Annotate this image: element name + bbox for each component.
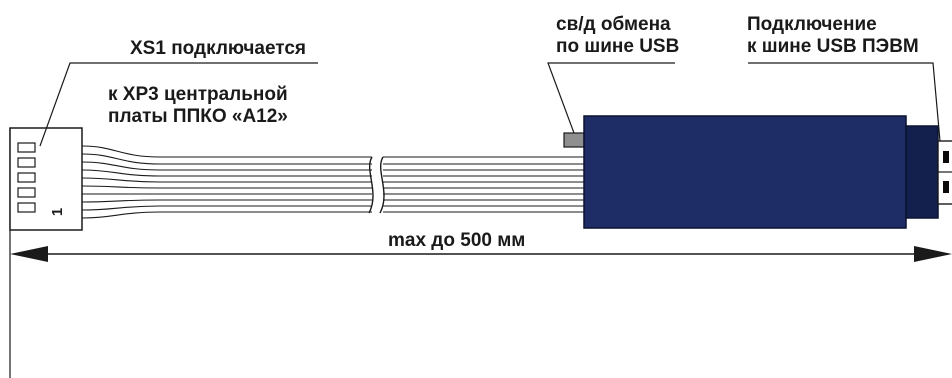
pin-number-label: 1 [49,208,66,216]
pc-usb-label: Подключение к шине USB ПЭВМ [747,14,919,58]
usb-contact [943,151,949,163]
led-label-line2: по шине USB [556,36,680,57]
usb-plug-icon [937,140,952,205]
cable-break-right [379,156,385,214]
pc-label-line2: к шине USB ПЭВМ [747,36,919,57]
xs1-label-line3: платы ППКО «А12» [108,106,288,127]
xs1-label-line2: к ХР3 центральной [108,84,288,105]
led-label: св/д обмена по шине USB [556,14,679,58]
usb-adapter-cap [905,125,939,219]
pc-label-line1: Подключение [747,14,877,35]
led-label-line1: св/д обмена [556,14,671,35]
xs1-leader-line [39,62,318,147]
xs1-label-line1: XS1 подключается [130,38,307,59]
led-indicator-icon [563,132,585,148]
led-leader-line [547,62,675,134]
ribbon-cable-right [383,156,584,213]
usb-contact [943,181,949,193]
connector-pin [17,172,36,183]
dimension-label: max до 500 мм [388,230,526,251]
xs1-connector-icon: 1 [9,127,83,231]
cable-break-left [368,156,374,214]
connector-pin [17,157,36,168]
connector-pin [17,202,36,213]
xs1-label: XS1 подключается [130,38,306,60]
connector-pin [17,187,36,198]
xs1-target-label: к ХР3 центральной платы ППКО «А12» [108,84,288,128]
usb-adapter-body [583,115,907,229]
dimension-arrow-right [914,246,952,262]
usb-leader-line [748,62,941,142]
connector-pin [17,142,36,153]
dimension-arrow-left [10,246,48,262]
ribbon-cable-left [81,145,372,219]
